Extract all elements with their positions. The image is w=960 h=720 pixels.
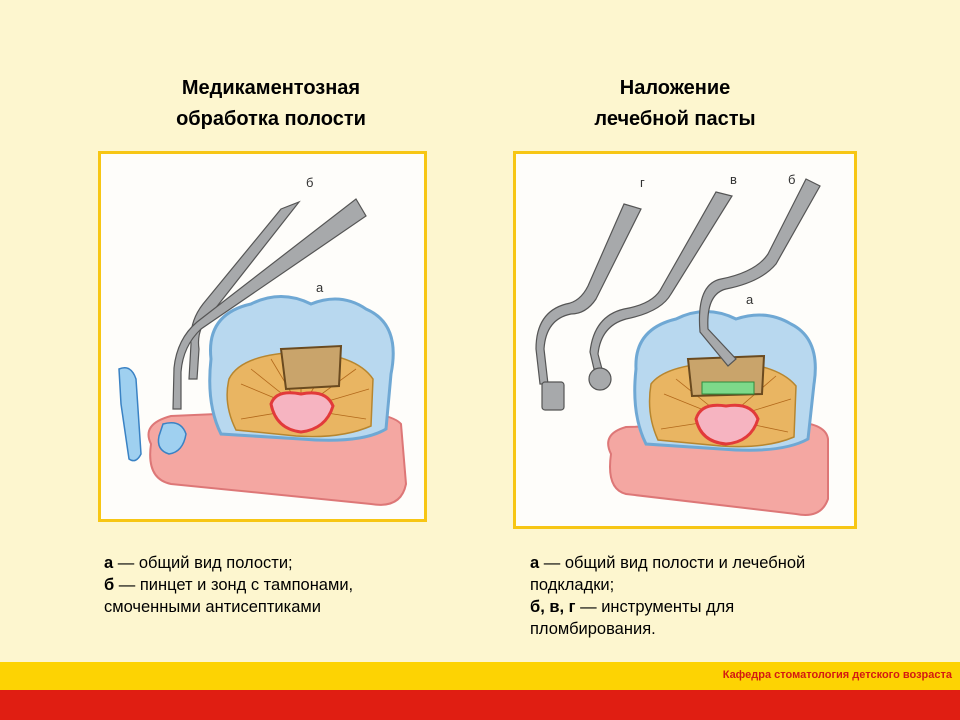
instrument-g-tip — [541, 381, 565, 411]
label-b: б — [306, 175, 313, 190]
pulp-shape — [269, 391, 335, 434]
tweezers-instrument — [172, 198, 367, 410]
caption-line: пломбирования. — [530, 620, 656, 638]
left-heading-line1: Медикаментозная — [181, 77, 361, 99]
right-heading: Наложение лечебной пасты — [540, 73, 810, 135]
department-footer-text: Кафедра стоматология детского возраста — [722, 669, 952, 681]
label-a: а — [746, 292, 754, 307]
pulp-shape — [694, 403, 760, 446]
cavity-shape — [279, 344, 343, 391]
right-caption: а — общий вид полости и лечебной подклад… — [530, 552, 910, 640]
caption-line: б, в, г — инструменты для — [530, 598, 735, 616]
left-illustration-frame: б а — [98, 151, 427, 522]
footer-bottom-bar — [0, 690, 960, 720]
left-heading-line2: обработка полости — [176, 108, 366, 130]
caption-line: а — общий вид полости; — [104, 554, 293, 572]
medical-paste-layer — [701, 381, 755, 395]
cotton-swab — [118, 367, 142, 462]
left-caption: а — общий вид полости; б — пинцет и зонд… — [104, 552, 464, 618]
label-b: б — [788, 172, 795, 187]
label-g: г — [640, 175, 645, 190]
filling-instruments — [535, 178, 821, 411]
right-illustration-frame: г в б а — [513, 151, 857, 529]
cotton-tampon — [157, 422, 187, 455]
right-heading-line1: Наложение — [619, 77, 731, 99]
caption-line: б — пинцет и зонд с тампонами, — [104, 576, 354, 594]
label-v: в — [730, 172, 737, 187]
caption-line: смоченными антисептиками — [104, 598, 321, 616]
caption-line: а — общий вид полости и лечебной — [530, 554, 806, 572]
right-heading-line2: лечебной пасты — [594, 108, 756, 130]
left-heading: Медикаментозная обработка полости — [126, 73, 416, 135]
footer-band — [0, 662, 960, 690]
paste-application-illustration: г в б а — [535, 172, 829, 516]
label-a: а — [316, 280, 324, 295]
cavity-treatment-illustration: б а — [118, 175, 408, 506]
caption-line: подкладки; — [530, 576, 615, 594]
instrument-v-ball — [588, 367, 612, 391]
